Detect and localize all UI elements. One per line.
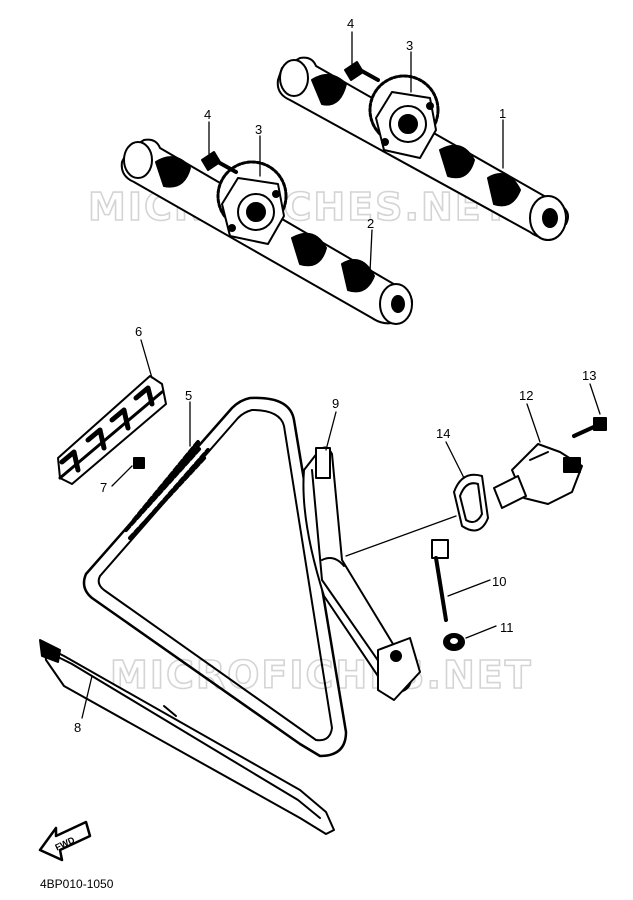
chain-guide-top	[57, 375, 167, 485]
chain-guide-bottom	[39, 639, 335, 835]
cam-chain	[82, 396, 348, 758]
callout-5: 5	[185, 388, 192, 403]
camshaft-2	[120, 138, 413, 325]
bolt-10	[431, 539, 449, 622]
callout-14: 14	[436, 426, 450, 441]
camshaft-1	[276, 56, 569, 241]
callout-1: 1	[499, 106, 506, 121]
callout-7: 7	[100, 480, 107, 495]
callout-12: 12	[519, 388, 533, 403]
callout-13: 13	[582, 368, 596, 383]
tensioner-gasket	[453, 473, 489, 532]
bolt-13	[572, 417, 607, 438]
washer-11	[443, 633, 465, 651]
callout-3-lower: 3	[255, 122, 262, 137]
callout-6: 6	[135, 324, 142, 339]
figure-code: 4BP010-1050	[40, 877, 114, 891]
forward-arrow	[38, 820, 92, 862]
tensioner-guide	[302, 446, 421, 701]
callout-2: 2	[367, 216, 374, 231]
callout-11: 11	[500, 620, 514, 635]
callout-9: 9	[332, 396, 339, 411]
chain-tensioner	[493, 443, 583, 509]
callout-4-lower: 4	[204, 107, 211, 122]
callout-3-upper: 3	[406, 38, 413, 53]
leader-lines	[81, 31, 601, 719]
callout-8: 8	[74, 720, 81, 735]
callout-4-upper: 4	[347, 16, 354, 31]
callout-10: 10	[492, 574, 506, 589]
